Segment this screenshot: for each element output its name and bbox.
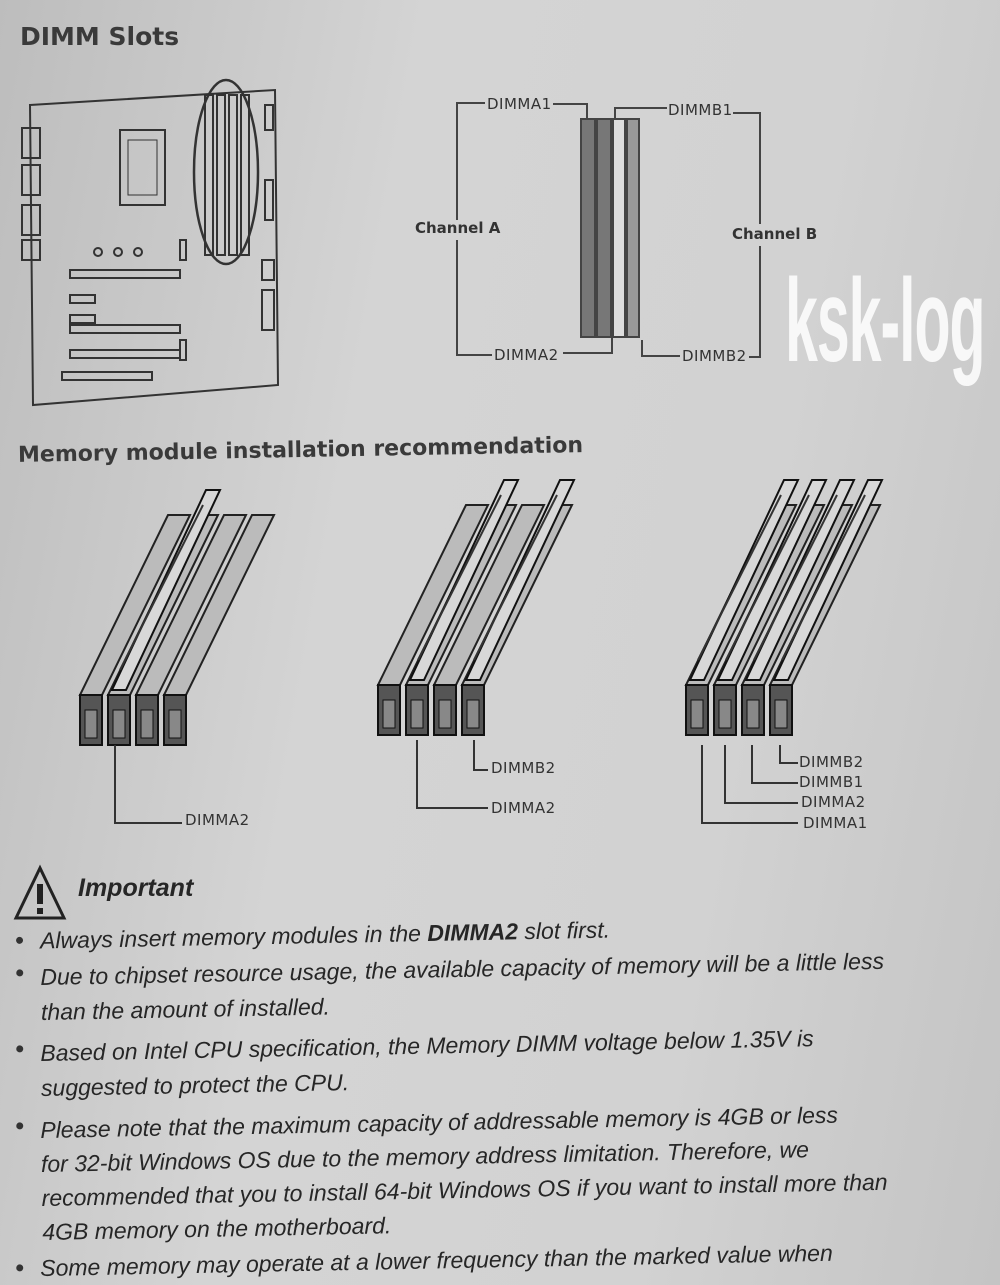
memory-module	[744, 479, 856, 681]
important-heading: Important	[78, 874, 194, 902]
memory-module-detail	[417, 494, 502, 661]
label-channel-a: Channel A	[415, 219, 501, 237]
memory-module	[688, 479, 800, 681]
memory-module-detail	[119, 504, 204, 671]
slot-latch-inner	[466, 699, 480, 729]
four-module-label-4: DIMMA1	[803, 814, 868, 832]
slot-latch-inner	[410, 699, 424, 729]
label-dimma2: DIMMA2	[494, 346, 559, 364]
slot-latch-inner	[718, 699, 732, 729]
slot-latch-inner	[84, 709, 98, 739]
memory-module	[464, 479, 576, 681]
memory-module-detail	[781, 494, 866, 661]
memory-module-detail	[697, 494, 782, 661]
memory-module	[110, 489, 222, 691]
memory-module	[716, 479, 828, 681]
memory-module-detail	[473, 494, 558, 661]
motherboard-illustration	[21, 78, 280, 407]
slot-latch-inner	[774, 699, 788, 729]
module-illustrations	[78, 479, 884, 746]
slot-latch-inner	[112, 709, 126, 739]
slot-latch-inner	[438, 699, 452, 729]
four-module-label-2: DIMMB1	[799, 773, 864, 791]
four-module-label-1: DIMMB2	[799, 753, 864, 771]
slot-latch-inner	[168, 709, 182, 739]
watermark: ksk-log	[785, 255, 986, 387]
slot-latch-inner	[690, 699, 704, 729]
two-module-label-1: DIMMB2	[491, 759, 556, 777]
recommend-leader-lines	[114, 740, 798, 824]
label-dimmb2: DIMMB2	[682, 347, 747, 365]
slot-latch-inner	[746, 699, 760, 729]
bullet-4: Please note that the maximum capacity of…	[16, 1097, 889, 1249]
warning-triangle-icon	[13, 864, 67, 920]
memory-module-detail	[753, 494, 838, 661]
slot-latch-inner	[140, 709, 154, 739]
slot-latch-inner	[382, 699, 396, 729]
label-dimma1: DIMMA1	[487, 95, 552, 113]
two-module-label-2: DIMMA2	[491, 799, 556, 817]
label-channel-b: Channel B	[732, 225, 818, 243]
slot-diagram	[456, 102, 761, 358]
memory-module	[408, 479, 520, 681]
four-module-label-3: DIMMA2	[801, 793, 866, 811]
label-dimmb1: DIMMB1	[668, 101, 733, 119]
memory-module-detail	[725, 494, 810, 661]
bullet-3: Based on Intel CPU specification, the Me…	[16, 1021, 815, 1106]
one-module-label: DIMMA2	[185, 811, 250, 829]
memory-module	[772, 479, 884, 681]
section-title-dimm-slots: DIMM Slots	[20, 22, 180, 51]
